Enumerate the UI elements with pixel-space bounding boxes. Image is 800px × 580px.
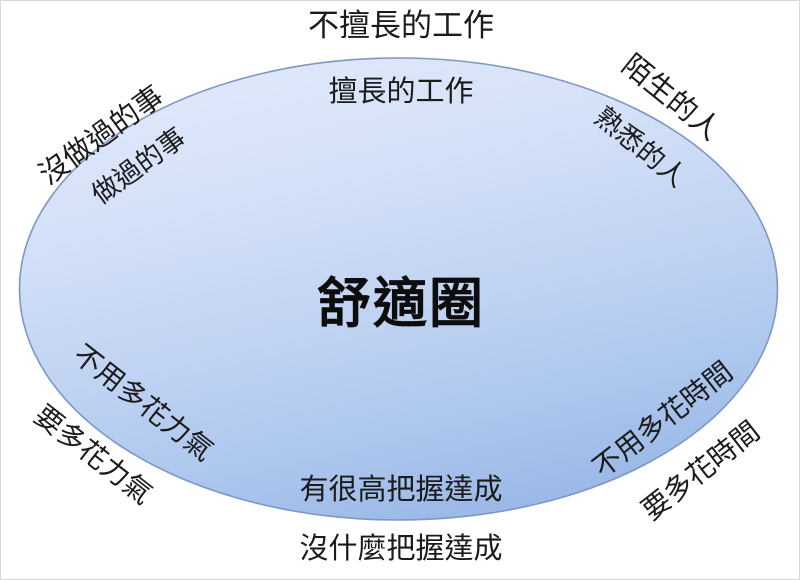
page-title: 舒適圈 xyxy=(317,272,485,335)
label-top-outer: 不擅長的工作 xyxy=(308,8,494,44)
label-top-inner: 擅長的工作 xyxy=(328,74,474,108)
label-bottom-inner: 有很高把握達成 xyxy=(299,472,503,506)
label-bottom-outer: 沒什麼把握達成 xyxy=(299,531,503,565)
